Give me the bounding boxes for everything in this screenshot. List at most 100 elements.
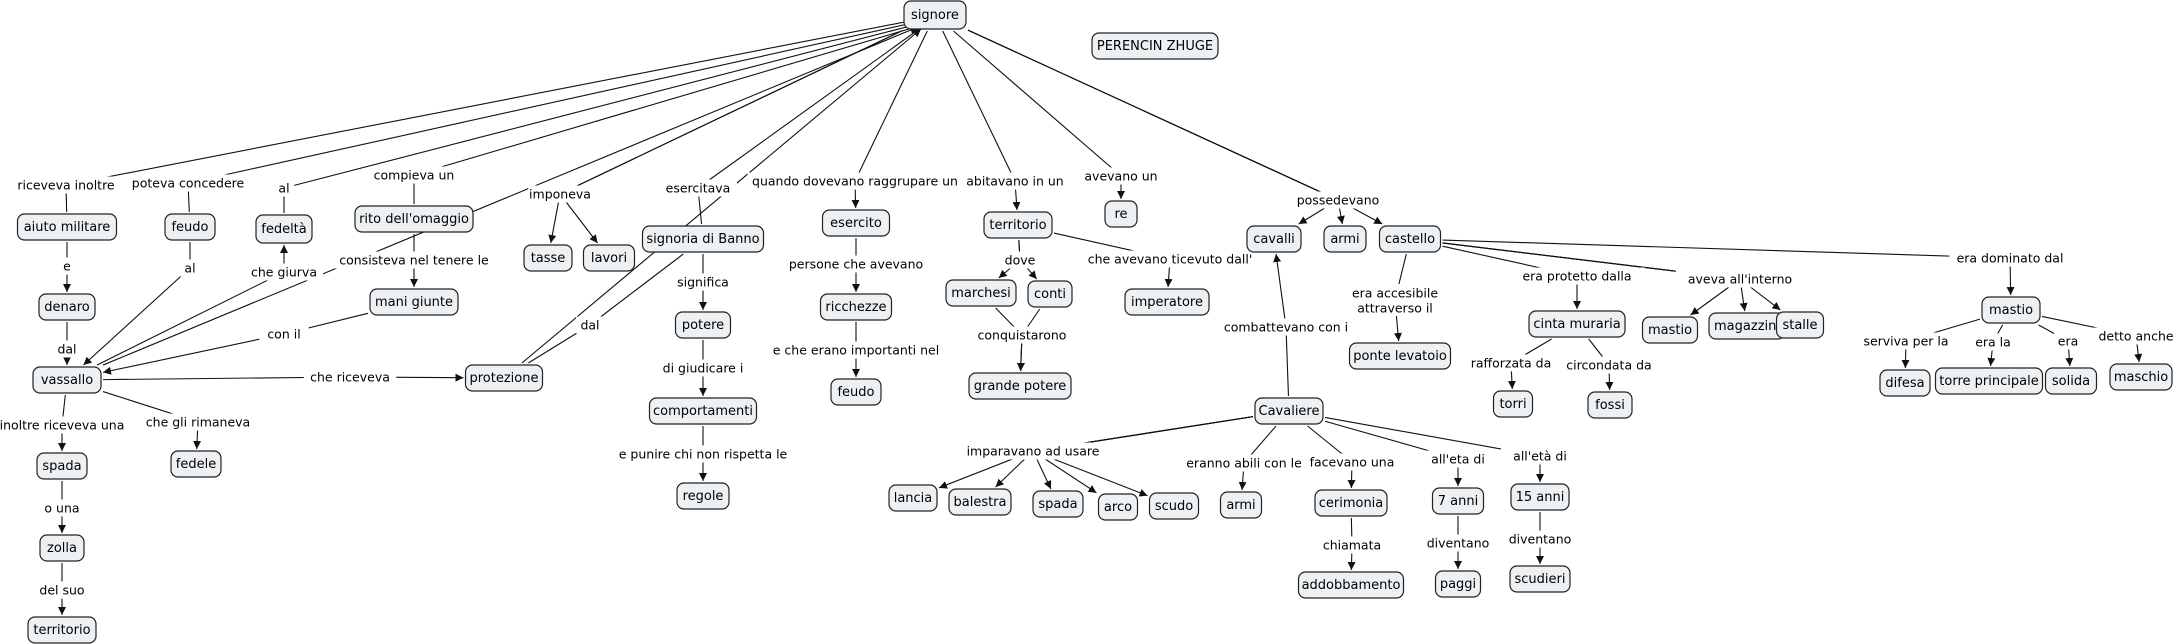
concept-maschio[interactable]: maschio: [2109, 363, 2173, 391]
concept-imperatore[interactable]: imperatore: [1124, 288, 1210, 316]
concept-conti[interactable]: conti: [1027, 280, 1073, 308]
link-label-text: dal: [57, 342, 76, 357]
concept-rito[interactable]: rito dell'omaggio: [354, 205, 474, 233]
concept-mastio1[interactable]: mastio: [1641, 316, 1699, 344]
concept-lancia[interactable]: lancia: [888, 484, 938, 512]
concept-label: re: [1114, 207, 1127, 222]
link-label-serviva: serviva per la: [1852, 332, 1960, 350]
concept-spada2[interactable]: spada: [1032, 490, 1084, 518]
concept-arco[interactable]: arco: [1097, 493, 1139, 521]
link-label-text: o una: [44, 501, 79, 516]
concept-cerimonia[interactable]: cerimonia: [1314, 489, 1388, 517]
concept-re[interactable]: re: [1104, 200, 1138, 228]
concept-solida[interactable]: solida: [2044, 367, 2098, 395]
concept-castello[interactable]: castello: [1378, 225, 1442, 253]
concept-fedelta[interactable]: fedeltà: [255, 214, 313, 244]
concept-label: lancia: [894, 491, 933, 506]
concept-mastio2[interactable]: mastio: [1981, 296, 2041, 324]
concept-zolla[interactable]: zolla: [39, 534, 85, 562]
link-label-eta_15: all'età di: [1501, 447, 1579, 465]
link-label-text: detto anche: [2098, 329, 2173, 344]
link-label-text: circondata da: [1566, 358, 1651, 373]
link-label-dal: dal: [53, 340, 81, 358]
concept-regole[interactable]: regole: [676, 482, 730, 510]
concept-label: mastio: [1648, 323, 1692, 338]
concept-perencin[interactable]: PERENCIN ZHUGE: [1091, 32, 1219, 60]
concept-feudo2[interactable]: feudo: [830, 378, 882, 406]
link-label-quando_raggruppare: quando dovevano raggrupare un: [747, 172, 963, 190]
link-label-text: di giudicare i: [663, 361, 744, 376]
concept-label: cavalli: [1253, 232, 1295, 247]
concept-armi2[interactable]: armi: [1219, 491, 1263, 519]
concept-label: denaro: [44, 300, 90, 315]
link-label-riceveva_inoltre: riceveva inoltre: [5, 176, 127, 194]
concept-esercito[interactable]: esercito: [821, 209, 891, 237]
concept-label: torri: [1499, 397, 1526, 412]
concept-label: spada: [42, 459, 81, 474]
concept-label: vassallo: [41, 373, 93, 388]
concept-territorio2[interactable]: territorio: [27, 616, 97, 644]
concept-label: fedeltà: [261, 222, 307, 237]
link-label-abili: eranno abili con le: [1172, 454, 1316, 472]
link-label-con_il: con il: [259, 325, 309, 343]
concept-signore[interactable]: signore: [903, 0, 967, 30]
concept-stalle[interactable]: stalle: [1775, 311, 1825, 339]
concept-balestra[interactable]: balestra: [948, 488, 1012, 516]
concept-tasse[interactable]: tasse: [523, 244, 573, 272]
link-label-text: imparavano ad usare: [967, 444, 1100, 459]
link-label-text: quando dovevano raggrupare un: [752, 174, 958, 189]
link-label-text: abitavano in un: [966, 174, 1063, 189]
link-label-text: che giurva: [251, 265, 317, 280]
concept-ponte[interactable]: ponte levatoio: [1348, 342, 1452, 370]
concept-quindici-anni[interactable]: 15 anni: [1510, 483, 1570, 511]
link-label-text: che avevano ticevuto dall': [1088, 252, 1253, 267]
concept-addobbamento[interactable]: addobbamento: [1297, 571, 1405, 599]
concept-vassallo[interactable]: vassallo: [32, 366, 102, 394]
concept-lavori[interactable]: lavori: [582, 244, 636, 272]
link-feudo1-vassallo: [83, 242, 191, 366]
link-label-text: esercitava: [666, 181, 731, 196]
link-label-imponeva: imponeva: [528, 185, 592, 203]
link-label-text: era la: [1975, 335, 2011, 350]
concept-fedele[interactable]: fedele: [170, 450, 222, 478]
concept-magazzini[interactable]: magazzini: [1708, 312, 1786, 340]
concept-fossi[interactable]: fossi: [1587, 391, 1633, 419]
concept-mani[interactable]: mani giunte: [369, 288, 459, 316]
concept-difesa[interactable]: difesa: [1879, 369, 1931, 397]
link-label-che_giurva: che giurva: [245, 263, 323, 281]
concept-paggi[interactable]: paggi: [1434, 570, 1482, 598]
concept-scudo[interactable]: scudo: [1148, 492, 1200, 520]
concept-spada1[interactable]: spada: [36, 452, 88, 480]
concept-ricchezze[interactable]: ricchezze: [819, 293, 893, 321]
link-label-dal_protezione: dal: [576, 316, 604, 334]
concept-comportamenti[interactable]: comportamenti: [648, 397, 758, 425]
concept-armi1[interactable]: armi: [1323, 225, 1367, 253]
link-label-persone_avevano: persone che avevano: [784, 255, 928, 273]
concept-label: Cavaliere: [1259, 404, 1320, 419]
concept-sette-anni[interactable]: 7 anni: [1431, 487, 1485, 515]
concept-potere[interactable]: potere: [674, 311, 732, 339]
concept-scudieri[interactable]: scudieri: [1509, 565, 1571, 593]
link-label-esercitava: esercitava: [659, 179, 737, 197]
concept-denaro[interactable]: denaro: [38, 293, 96, 321]
concept-cavaliere[interactable]: Cavaliere: [1254, 397, 1324, 425]
concept-feudo1[interactable]: feudo: [164, 213, 216, 241]
concept-label: regole: [683, 489, 724, 504]
concept-cinta[interactable]: cinta muraria: [1528, 310, 1626, 338]
link-label-text: eranno abili con le: [1186, 456, 1302, 471]
concept-cavalli[interactable]: cavalli: [1246, 225, 1302, 253]
concept-grande-potere[interactable]: grande potere: [968, 372, 1072, 400]
concept-label: magazzini: [1714, 319, 1780, 334]
concept-label: scudieri: [1515, 572, 1566, 587]
concept-marchesi[interactable]: marchesi: [945, 279, 1017, 307]
concept-protezione[interactable]: protezione: [464, 364, 544, 392]
concept-aiuto[interactable]: aiuto militare: [16, 213, 118, 241]
link-label-text: diventano: [1427, 536, 1490, 551]
concept-torri[interactable]: torri: [1492, 390, 1534, 418]
concept-territorio1[interactable]: territorio: [983, 211, 1053, 239]
link-label-text: poteva concedere: [132, 176, 245, 191]
concept-torre-principale[interactable]: torre principale: [1934, 367, 2044, 395]
concept-label: armi: [1330, 232, 1359, 247]
link-label-text: combattevano con i: [1224, 320, 1348, 335]
concept-signoria[interactable]: signoria di Banno: [641, 225, 765, 253]
